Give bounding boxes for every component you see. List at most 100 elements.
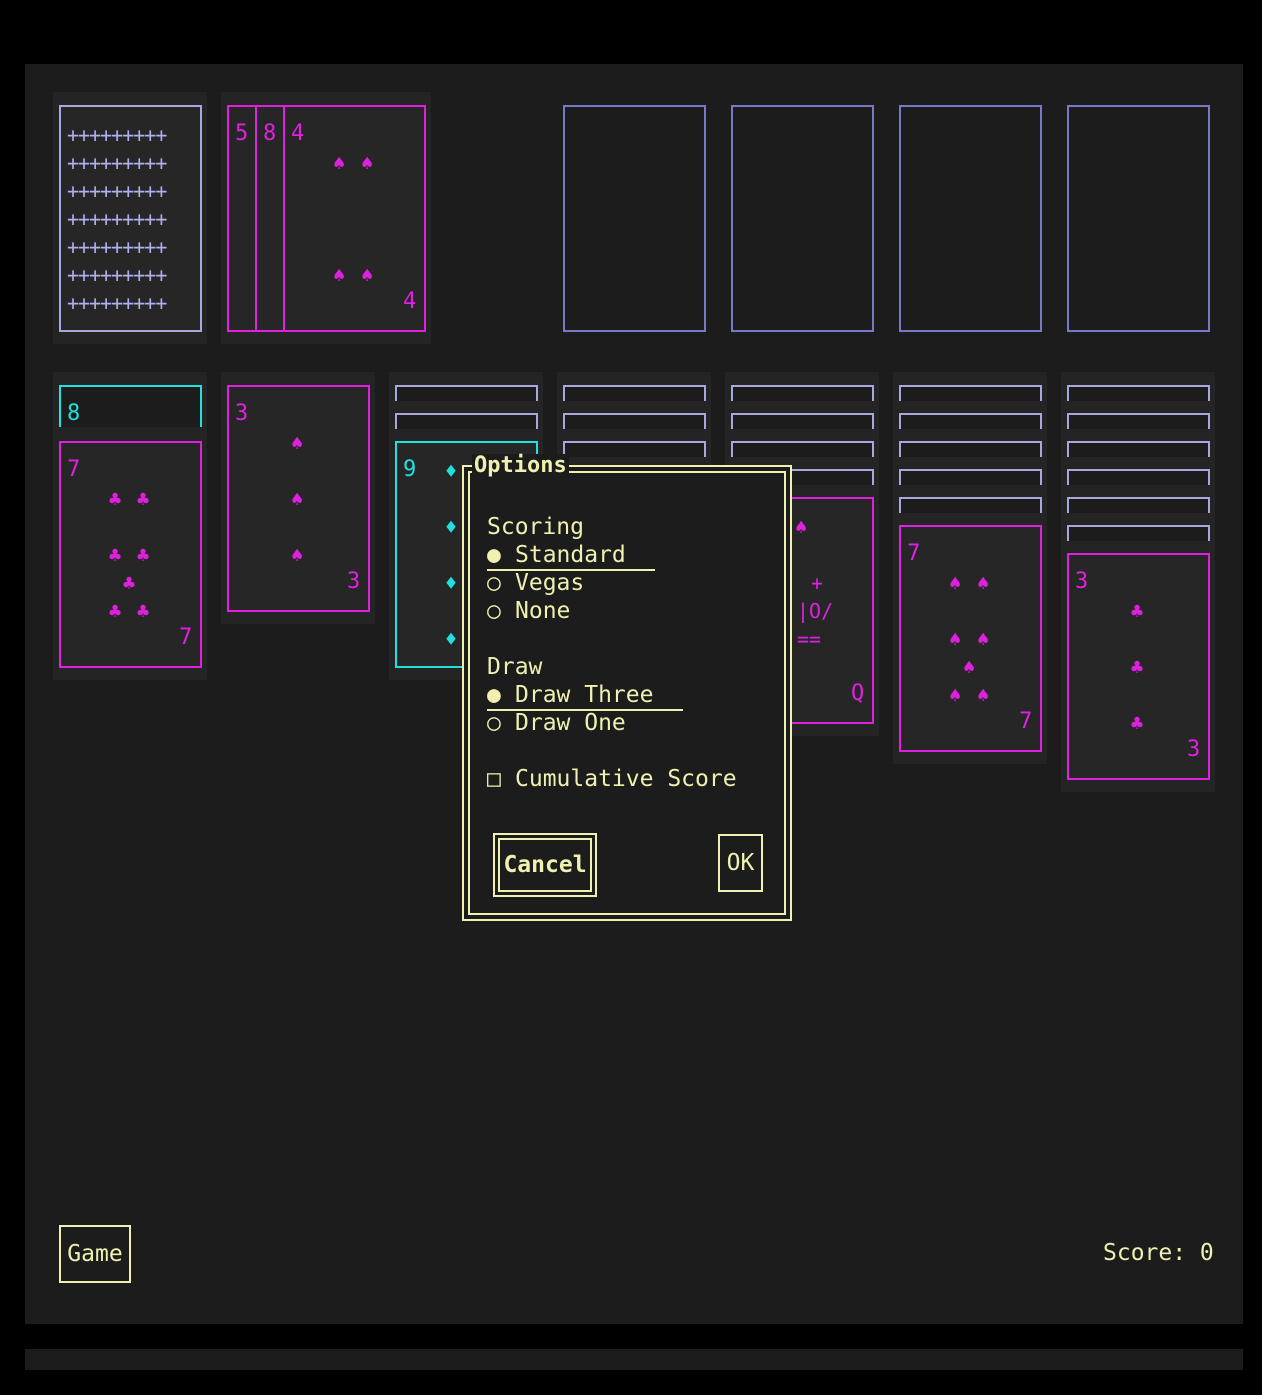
card-rank: 8 [263, 121, 277, 146]
queen-face-art: == [797, 627, 822, 651]
spade-icon: ♠ [963, 655, 976, 679]
card-rank: 4 [291, 121, 305, 146]
focus-underline [487, 569, 655, 571]
spade-icon: ♠ [361, 151, 374, 175]
card-rank-bottom: 3 [347, 569, 361, 594]
tableau-card[interactable]: 3 ♣ ♣ ♣ 3 [1067, 553, 1210, 780]
scoring-option-none[interactable]: ○ None [487, 597, 657, 625]
card-rank: 5 [235, 121, 249, 146]
club-icon: ♣ [1131, 599, 1144, 623]
scoring-option-vegas[interactable]: ○ Vegas [487, 569, 657, 597]
radio-selected-icon: ● [487, 682, 501, 708]
spade-icon: ♠ [291, 431, 304, 455]
scoring-label: Scoring [487, 514, 584, 540]
face-down-card [899, 413, 1042, 429]
dialog-frame [468, 471, 786, 915]
foundation-4[interactable] [1067, 105, 1210, 332]
spade-icon: ♠ [291, 487, 304, 511]
diamond-icon: ♦ [445, 571, 458, 595]
club-icon: ♣ [1131, 711, 1144, 735]
radio-icon: ○ [487, 598, 501, 624]
card-rank: 7 [67, 457, 81, 482]
spade-icon: ♠ [291, 543, 304, 567]
card-rank-bottom: 7 [179, 625, 193, 650]
cancel-button[interactable]: Cancel [493, 833, 597, 897]
club-icon: ♣ [1131, 655, 1144, 679]
ok-button[interactable]: OK [718, 834, 763, 892]
club-icon: ♣ [137, 599, 150, 623]
face-down-card [899, 497, 1042, 513]
face-down-card [563, 441, 706, 457]
face-down-card [1067, 385, 1210, 401]
face-down-card [1067, 441, 1210, 457]
status-bar [25, 1349, 1243, 1370]
tableau-card[interactable]: 3 ♠ ♠ ♠ 3 [227, 385, 370, 612]
checkbox-icon: □ [487, 766, 501, 792]
spade-icon: ♠ [949, 627, 962, 651]
face-down-card [395, 413, 538, 429]
card-back-pattern: +++++++++ +++++++++ +++++++++ +++++++++ … [67, 123, 167, 315]
radio-icon: ○ [487, 570, 501, 596]
card-rank-bottom: 4 [403, 289, 417, 314]
dialog-title: Options [472, 453, 569, 478]
club-icon: ♣ [109, 543, 122, 567]
foundation-2[interactable] [731, 105, 874, 332]
face-down-card [1067, 469, 1210, 485]
face-down-card [563, 413, 706, 429]
score-display: Score: 0 [1103, 1240, 1214, 1266]
card-rank-bottom: Q [851, 681, 865, 706]
spade-icon: ♠ [333, 151, 346, 175]
face-down-card [1067, 413, 1210, 429]
cumulative-score-checkbox[interactable]: □ Cumulative Score [487, 765, 747, 793]
card-rank: 7 [907, 541, 921, 566]
queen-face-art: |O/ [797, 599, 834, 623]
face-down-card [1067, 497, 1210, 513]
card-rank: 3 [1075, 569, 1089, 594]
draw-option-three[interactable]: ● Draw Three [487, 681, 687, 709]
face-down-card [731, 385, 874, 401]
scoring-option-standard[interactable]: ● Standard [487, 541, 657, 571]
foundation-3[interactable] [899, 105, 1042, 332]
radio-icon: ○ [487, 710, 501, 736]
club-icon: ♣ [109, 599, 122, 623]
spade-icon: ♠ [795, 515, 808, 539]
radio-label: None [515, 598, 571, 624]
face-down-card [731, 441, 874, 457]
game-menu-button[interactable]: Game [59, 1225, 131, 1283]
tableau-card[interactable]: 7 ♣ ♣ ♣ ♣ ♣ ♣ ♣ 7 [59, 441, 202, 668]
face-down-card [731, 413, 874, 429]
options-dialog: Options Scoring ● Standard ○ Vegas ○ Non… [462, 454, 792, 921]
spade-icon: ♠ [949, 683, 962, 707]
club-icon: ♣ [137, 487, 150, 511]
spade-icon: ♠ [361, 263, 374, 287]
diamond-icon: ♦ [445, 515, 458, 539]
face-down-card [395, 385, 538, 401]
draw-label: Draw [487, 654, 543, 680]
tableau-card[interactable]: 8 [59, 385, 202, 427]
diamond-icon: ♦ [445, 627, 458, 651]
face-down-card [1067, 525, 1210, 541]
card-rank: 9 [403, 457, 417, 482]
stock-pile[interactable]: +++++++++ +++++++++ +++++++++ +++++++++ … [59, 105, 202, 332]
face-down-card [899, 441, 1042, 457]
draw-option-one[interactable]: ○ Draw One [487, 709, 687, 737]
club-icon: ♣ [137, 543, 150, 567]
card-rank-bottom: 3 [1187, 737, 1201, 762]
spade-icon: ♠ [949, 571, 962, 595]
checkbox-label: Cumulative Score [515, 766, 737, 792]
diamond-icon: ♦ [445, 459, 458, 483]
card-rank: 3 [235, 401, 249, 426]
queen-face-art: + [811, 571, 824, 595]
radio-label: Draw Three [515, 682, 654, 708]
radio-selected-icon: ● [487, 542, 501, 568]
foundation-1[interactable] [563, 105, 706, 332]
radio-label: Standard [515, 542, 626, 568]
club-icon: ♣ [123, 571, 136, 595]
focus-underline [487, 709, 683, 711]
radio-label: Vegas [515, 570, 585, 596]
spade-icon: ♠ [977, 627, 990, 651]
face-down-card [899, 469, 1042, 485]
waste-top-card[interactable]: 4 ♠ ♠ ♠ ♠ 4 [283, 105, 426, 332]
tableau-card[interactable]: 7 ♠ ♠ ♠ ♠ ♠ ♠ ♠ 7 [899, 525, 1042, 752]
spade-icon: ♠ [977, 683, 990, 707]
